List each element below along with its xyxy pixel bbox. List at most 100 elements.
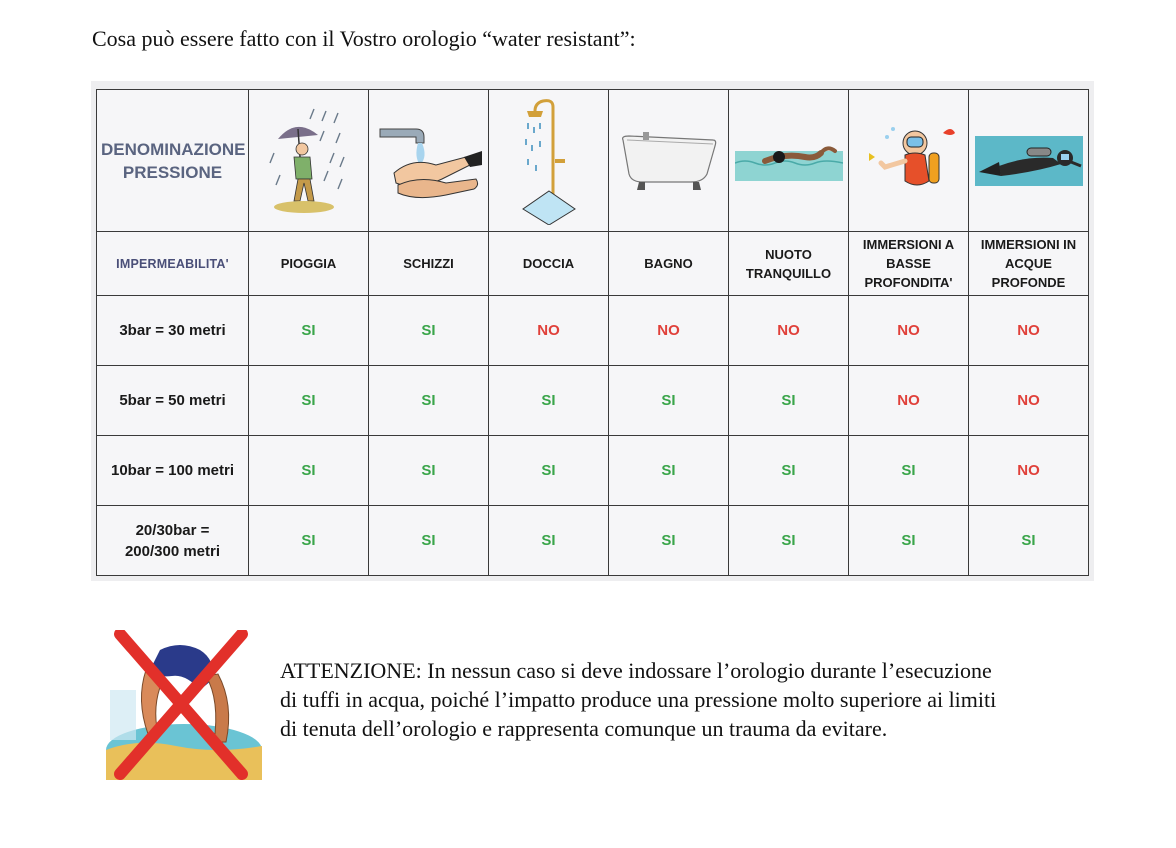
row-header-line: 5bar = 50 metri [119, 392, 226, 409]
table-row: 20/30bar = 200/300 metri SI SI SI SI SI … [96, 505, 1089, 576]
column-header-shower: DOCCIA [488, 231, 609, 296]
value-text: SI [781, 461, 796, 479]
value-cell: NO [968, 365, 1089, 436]
value-text: SI [661, 531, 676, 549]
column-header-shallow-dive: IMMERSIONI A BASSE PROFONDITA' [848, 231, 969, 296]
value-text: SI [421, 321, 436, 339]
value-text: SI [541, 391, 556, 409]
value-text: NO [1017, 461, 1040, 479]
icon-cell-bath [608, 89, 729, 232]
icon-row: DENOMINAZIONE PRESSIONE [96, 89, 1089, 232]
value-cell: SI [248, 505, 369, 576]
row-header-line: 3bar = 30 metri [119, 322, 226, 339]
icon-cell-rain [248, 89, 369, 232]
value-cell: SI [248, 435, 369, 506]
value-text: SI [901, 461, 916, 479]
value-cell: NO [848, 295, 969, 366]
value-text: SI [661, 461, 676, 479]
column-header-line: PIOGGIA [280, 256, 337, 271]
icon-cell-snorkel [848, 89, 969, 232]
value-cell: NO [968, 295, 1089, 366]
denomination-line: PRESSIONE [122, 162, 223, 182]
column-header-line: ACQUE [1005, 256, 1052, 271]
warning-text: ATTENZIONE: In nessun caso si deve indos… [280, 656, 1110, 743]
column-header-splash: SCHIZZI [368, 231, 489, 296]
value-text: NO [537, 321, 560, 339]
value-cell: SI [608, 505, 729, 576]
value-text: SI [781, 531, 796, 549]
column-header-line: SCHIZZI [403, 256, 454, 271]
bathtub-icon [621, 131, 716, 190]
value-text: SI [901, 531, 916, 549]
value-cell: NO [848, 365, 969, 436]
warning-line: di tuffi in acqua, poiché l’impatto prod… [280, 687, 997, 712]
no-diving-icon [106, 630, 262, 780]
value-cell: SI [728, 435, 849, 506]
value-text: NO [777, 321, 800, 339]
water-resistance-table: DENOMINAZIONE PRESSIONE [96, 89, 1089, 576]
value-cell: SI [368, 505, 489, 576]
value-text: NO [1017, 391, 1040, 409]
value-text: SI [661, 391, 676, 409]
value-cell: SI [608, 435, 729, 506]
value-text: SI [301, 531, 316, 549]
value-cell: SI [488, 435, 609, 506]
column-header-line: IMMERSIONI A [862, 237, 955, 252]
value-text: SI [301, 321, 316, 339]
value-text: SI [301, 391, 316, 409]
shower-icon [521, 98, 576, 225]
value-cell: SI [488, 365, 609, 436]
value-cell: SI [368, 435, 489, 506]
icon-cell-scuba [968, 89, 1089, 232]
value-cell: SI [488, 505, 609, 576]
column-header-line: BAGNO [644, 256, 693, 271]
scuba-diver-icon [974, 135, 1083, 186]
splash-hands-icon [379, 128, 482, 198]
value-cell: SI [608, 365, 729, 436]
icon-cell-splash [368, 89, 489, 232]
column-header-line: IMMERSIONI IN [980, 237, 1077, 252]
column-header-rain: PIOGGIA [248, 231, 369, 296]
impermeability-label: IMPERMEABILITA' [116, 256, 229, 271]
value-text: SI [421, 461, 436, 479]
value-text: SI [541, 531, 556, 549]
table-row: 3bar = 30 metri SI SI NO NO NO NO NO [96, 295, 1089, 366]
row-header: 10bar = 100 metri [96, 435, 249, 506]
row-header-line: 10bar = 100 metri [111, 462, 234, 479]
row-header: 20/30bar = 200/300 metri [96, 505, 249, 576]
value-cell: SI [248, 295, 369, 366]
value-cell: SI [848, 505, 969, 576]
column-header-swim: NUOTO TRANQUILLO [728, 231, 849, 296]
column-header-line: PROFONDITA' [864, 275, 953, 290]
row-header-line: 200/300 metri [124, 542, 221, 560]
value-cell: NO [608, 295, 729, 366]
column-header-line: NUOTO [765, 246, 812, 262]
value-text: SI [301, 461, 316, 479]
row-header-line: 20/30bar = [135, 521, 210, 539]
column-header-line: DOCCIA [522, 256, 575, 271]
value-cell: SI [728, 505, 849, 576]
value-cell: SI [728, 365, 849, 436]
value-cell: NO [488, 295, 609, 366]
value-cell: SI [848, 435, 969, 506]
intro-text: Cosa può essere fatto con il Vostro orol… [92, 26, 636, 51]
table-row: 5bar = 50 metri SI SI SI SI SI NO NO [96, 365, 1089, 436]
snorkel-diver-icon [868, 126, 955, 185]
water-resistance-table-panel: DENOMINAZIONE PRESSIONE [91, 81, 1094, 581]
denomination-line: DENOMINAZIONE [101, 139, 246, 159]
value-text: SI [1021, 531, 1036, 549]
column-header-line: BASSE [886, 256, 931, 271]
value-text: NO [657, 321, 680, 339]
value-text: SI [781, 391, 796, 409]
value-text: SI [541, 461, 556, 479]
column-header-bath: BAGNO [608, 231, 729, 296]
value-text: NO [897, 391, 920, 409]
column-header-deep-dive: IMMERSIONI IN ACQUE PROFONDE [968, 231, 1089, 296]
value-cell: SI [368, 295, 489, 366]
icon-cell-shower [488, 89, 609, 232]
swimmer-icon [734, 145, 843, 181]
value-text: SI [421, 531, 436, 549]
row-header: 5bar = 50 metri [96, 365, 249, 436]
icon-cell-swim [728, 89, 849, 232]
impermeability-cell: IMPERMEABILITA' [96, 231, 249, 296]
